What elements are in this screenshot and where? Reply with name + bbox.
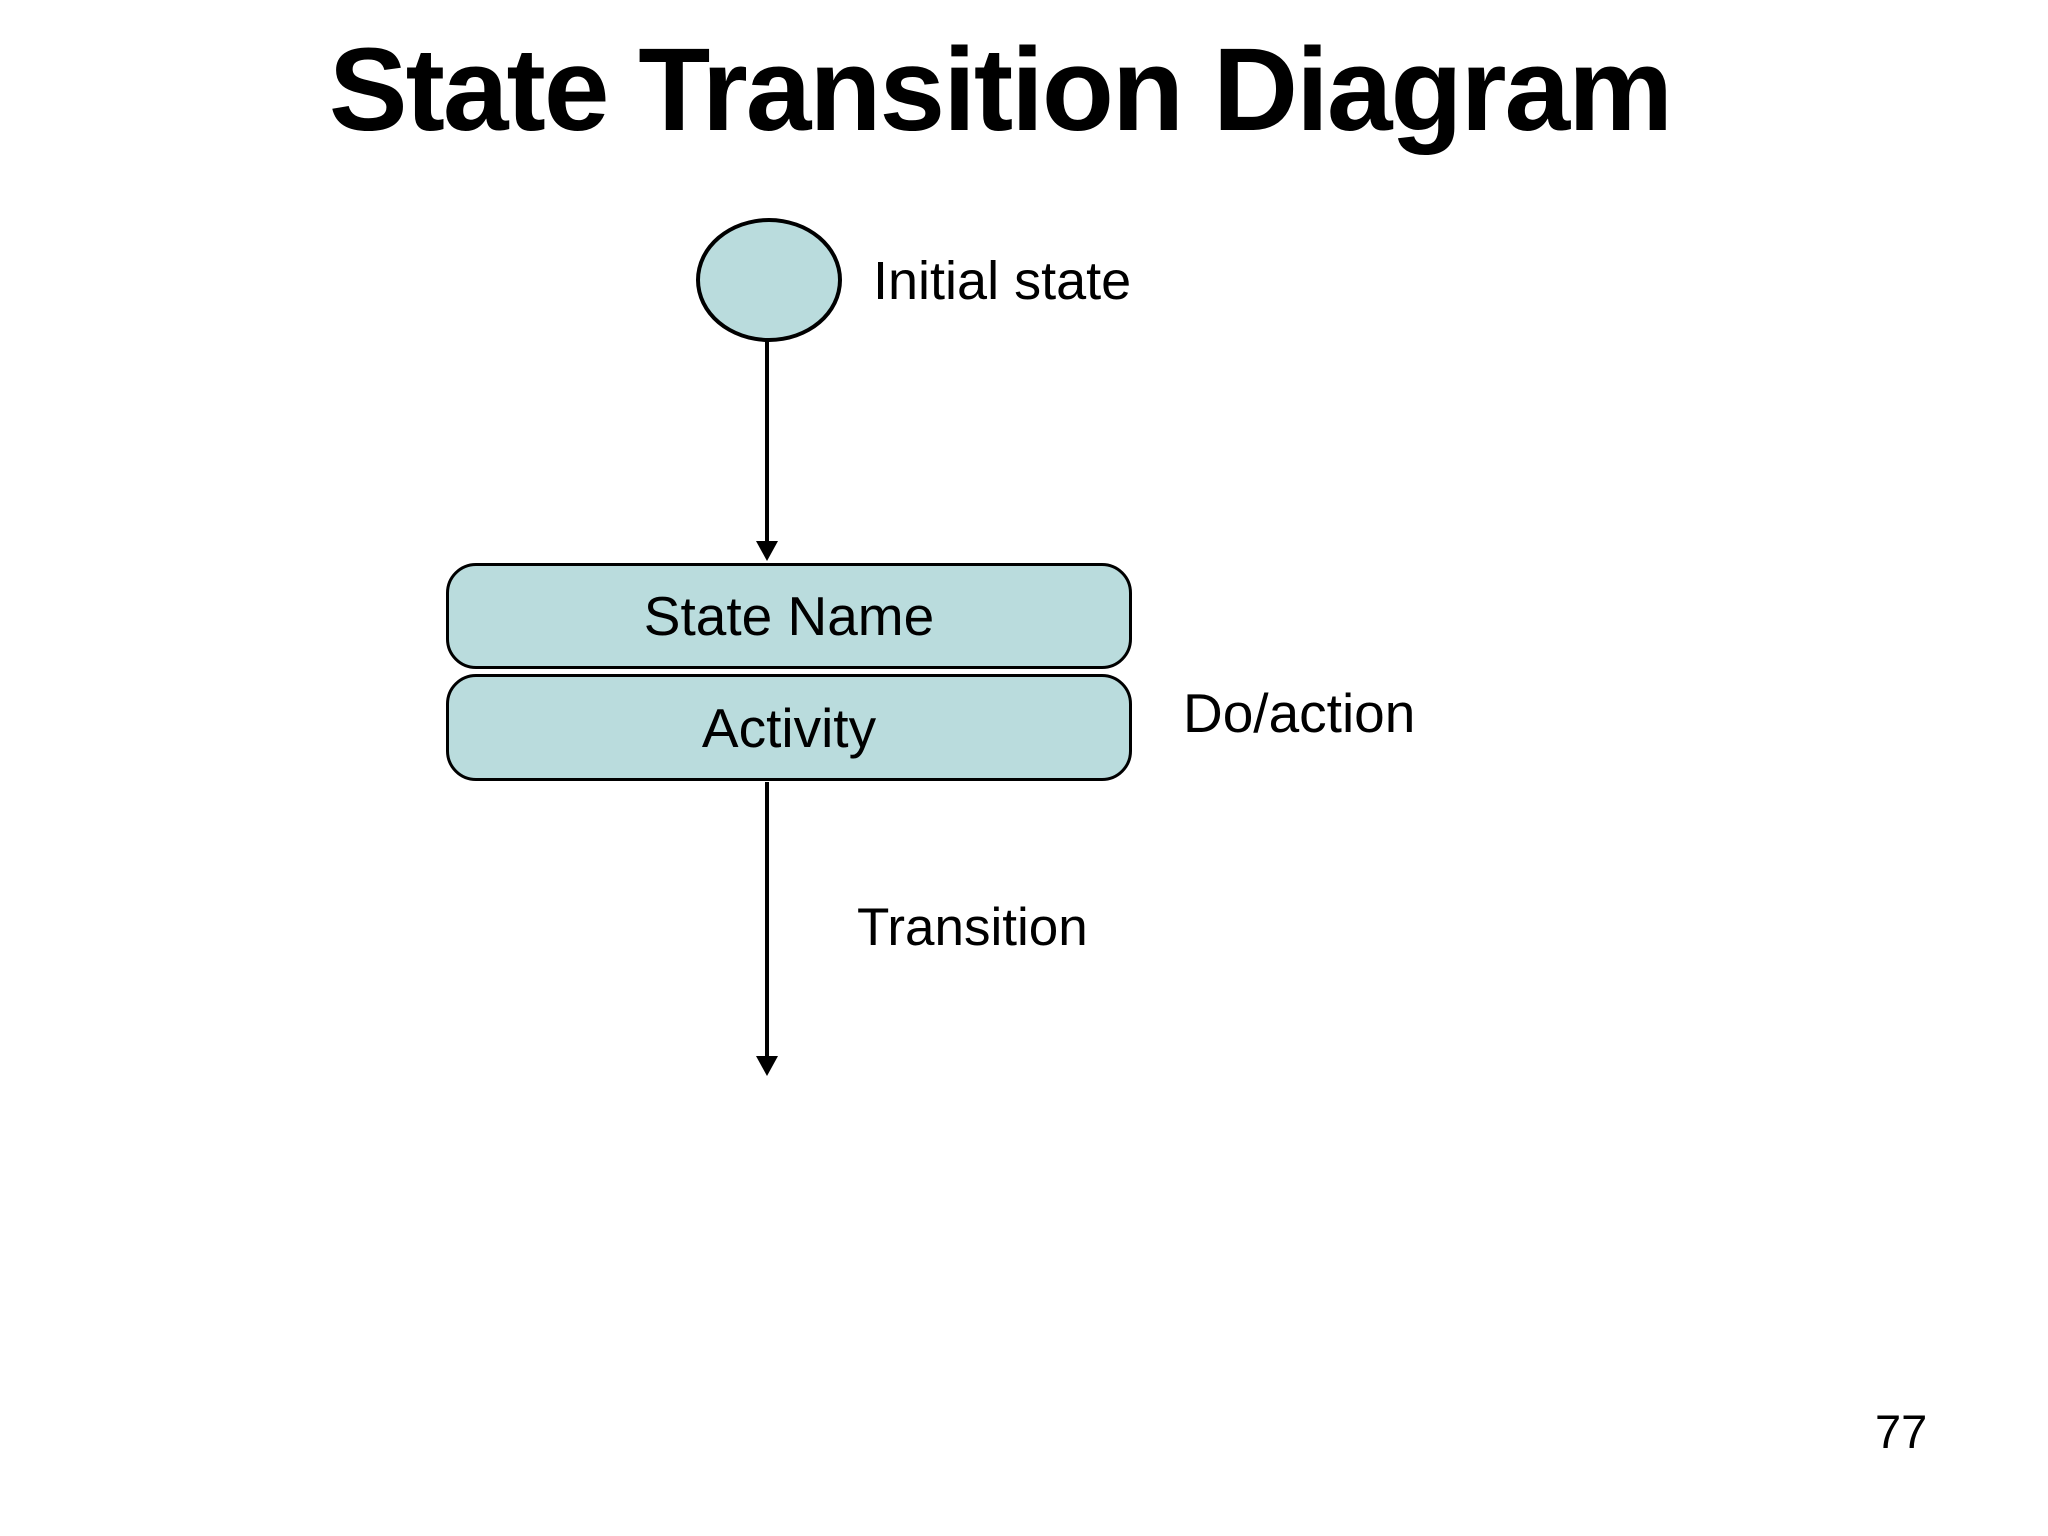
- arrow-down-icon: [756, 1056, 778, 1076]
- page-number: 77: [1875, 1405, 1928, 1458]
- initial-state-label: Initial state: [873, 251, 1132, 311]
- do-action-label: Do/action: [1183, 682, 1416, 744]
- activity-compartment: Activity: [446, 674, 1132, 781]
- transition-label: Transition: [857, 898, 1088, 957]
- initial-state-node: [696, 218, 842, 342]
- arrow-shaft: [765, 782, 769, 1059]
- arrow-down-icon: [756, 541, 778, 561]
- arrow-shaft: [765, 341, 769, 544]
- state-name-compartment: State Name: [446, 563, 1132, 669]
- state-name-label: State Name: [643, 585, 935, 647]
- page-title: State Transition Diagram: [328, 24, 1673, 156]
- activity-label: Activity: [701, 696, 877, 759]
